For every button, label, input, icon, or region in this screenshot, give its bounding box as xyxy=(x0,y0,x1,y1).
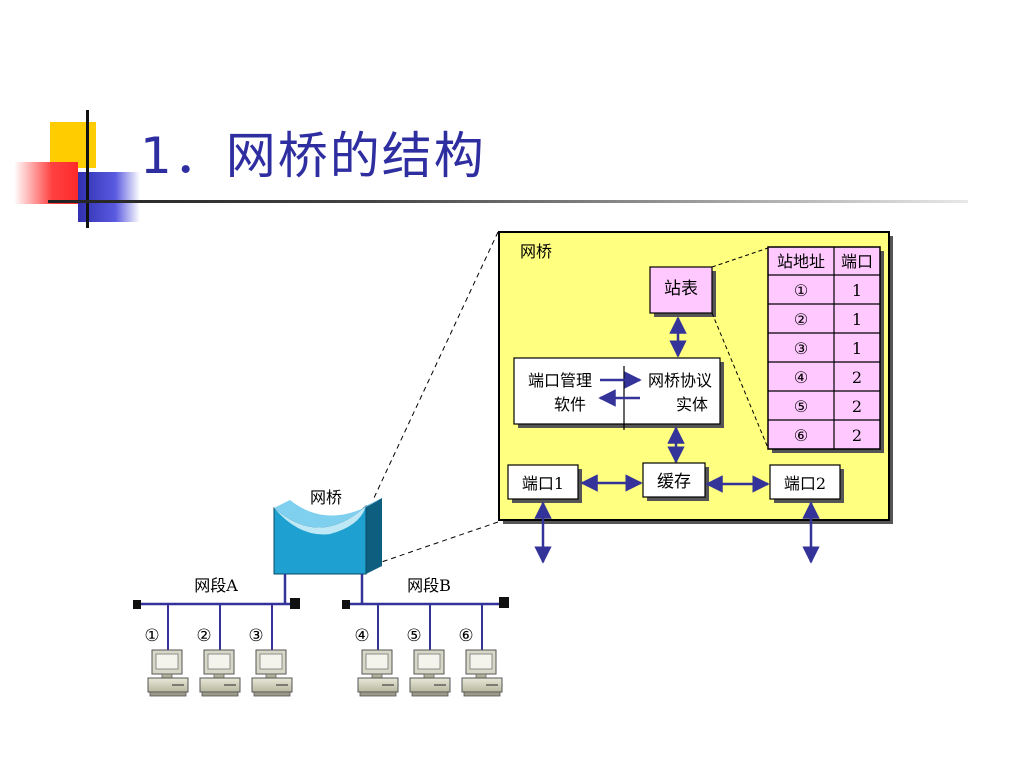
title-underline xyxy=(48,200,968,203)
table-cell-address: ⑤ xyxy=(794,397,808,416)
table-cell-port: 2 xyxy=(852,397,862,416)
station-number: ⑥ xyxy=(458,626,473,646)
table-cell-address: ③ xyxy=(794,339,808,358)
protocol-entity-label-2: 实体 xyxy=(676,395,708,414)
table-cell-address: ④ xyxy=(794,368,808,387)
buffer-box xyxy=(642,462,706,498)
table-header-port: 端口 xyxy=(841,252,873,271)
buffer-label: 缓存 xyxy=(657,472,691,492)
slide-title: 1．网桥的结构 xyxy=(140,127,486,185)
station-number: ② xyxy=(196,626,211,646)
bridge-device xyxy=(273,498,382,575)
protocol-entity-label-1: 网桥协议 xyxy=(648,371,712,390)
title-decoration-vertical-line xyxy=(86,110,89,228)
software-box xyxy=(513,357,721,425)
terminator-icon xyxy=(133,600,141,609)
table-cell-address: ① xyxy=(794,281,808,300)
port2-box xyxy=(769,464,841,500)
terminator-icon xyxy=(499,597,509,608)
computer-icon xyxy=(199,649,241,697)
computer-icon xyxy=(147,649,189,697)
computer-icon xyxy=(461,649,503,697)
title-decoration-red-square xyxy=(14,162,78,204)
port2-label: 端口2 xyxy=(784,474,826,493)
segment-a xyxy=(133,598,300,650)
bridge-panel-label: 网桥 xyxy=(520,242,552,261)
station-number: ④ xyxy=(354,626,369,646)
table-cell-address: ⑥ xyxy=(794,426,808,445)
segment-b xyxy=(342,597,509,650)
table-cell-address: ② xyxy=(794,310,808,329)
port-mgmt-label-2: 软件 xyxy=(554,395,586,414)
station-number: ③ xyxy=(248,626,263,646)
bridge-device-label: 网桥 xyxy=(310,488,342,507)
computer-icon xyxy=(251,649,293,697)
computer-icon xyxy=(409,649,451,697)
table-cell-port: 1 xyxy=(852,339,862,358)
computer-icon xyxy=(357,649,399,697)
segment-a-label: 网段A xyxy=(194,576,238,595)
port1-box xyxy=(507,464,579,500)
terminator-icon xyxy=(342,600,350,609)
table-cell-port: 1 xyxy=(852,310,862,329)
segment-b-label: 网段B xyxy=(407,576,451,595)
table-cell-port: 1 xyxy=(852,281,862,300)
station-address-table: 站地址 端口 ① 1 ② 1 ③ 1 ④ 2 ⑤ 2 ⑥ 2 xyxy=(767,246,884,453)
table-cell-port: 2 xyxy=(852,368,862,387)
station-number: ⑤ xyxy=(406,626,421,646)
port-mgmt-label-1: 端口管理 xyxy=(528,371,592,390)
station-table-box xyxy=(649,266,713,314)
port1-label: 端口1 xyxy=(522,474,564,493)
table-cell-port: 2 xyxy=(852,426,862,445)
zoom-line-bottom xyxy=(369,521,499,567)
zoom-line-top xyxy=(372,231,499,501)
station-table-label: 站表 xyxy=(664,279,698,299)
terminator-icon xyxy=(290,598,300,609)
station-number: ① xyxy=(144,626,159,646)
table-header-address: 站地址 xyxy=(777,252,825,271)
